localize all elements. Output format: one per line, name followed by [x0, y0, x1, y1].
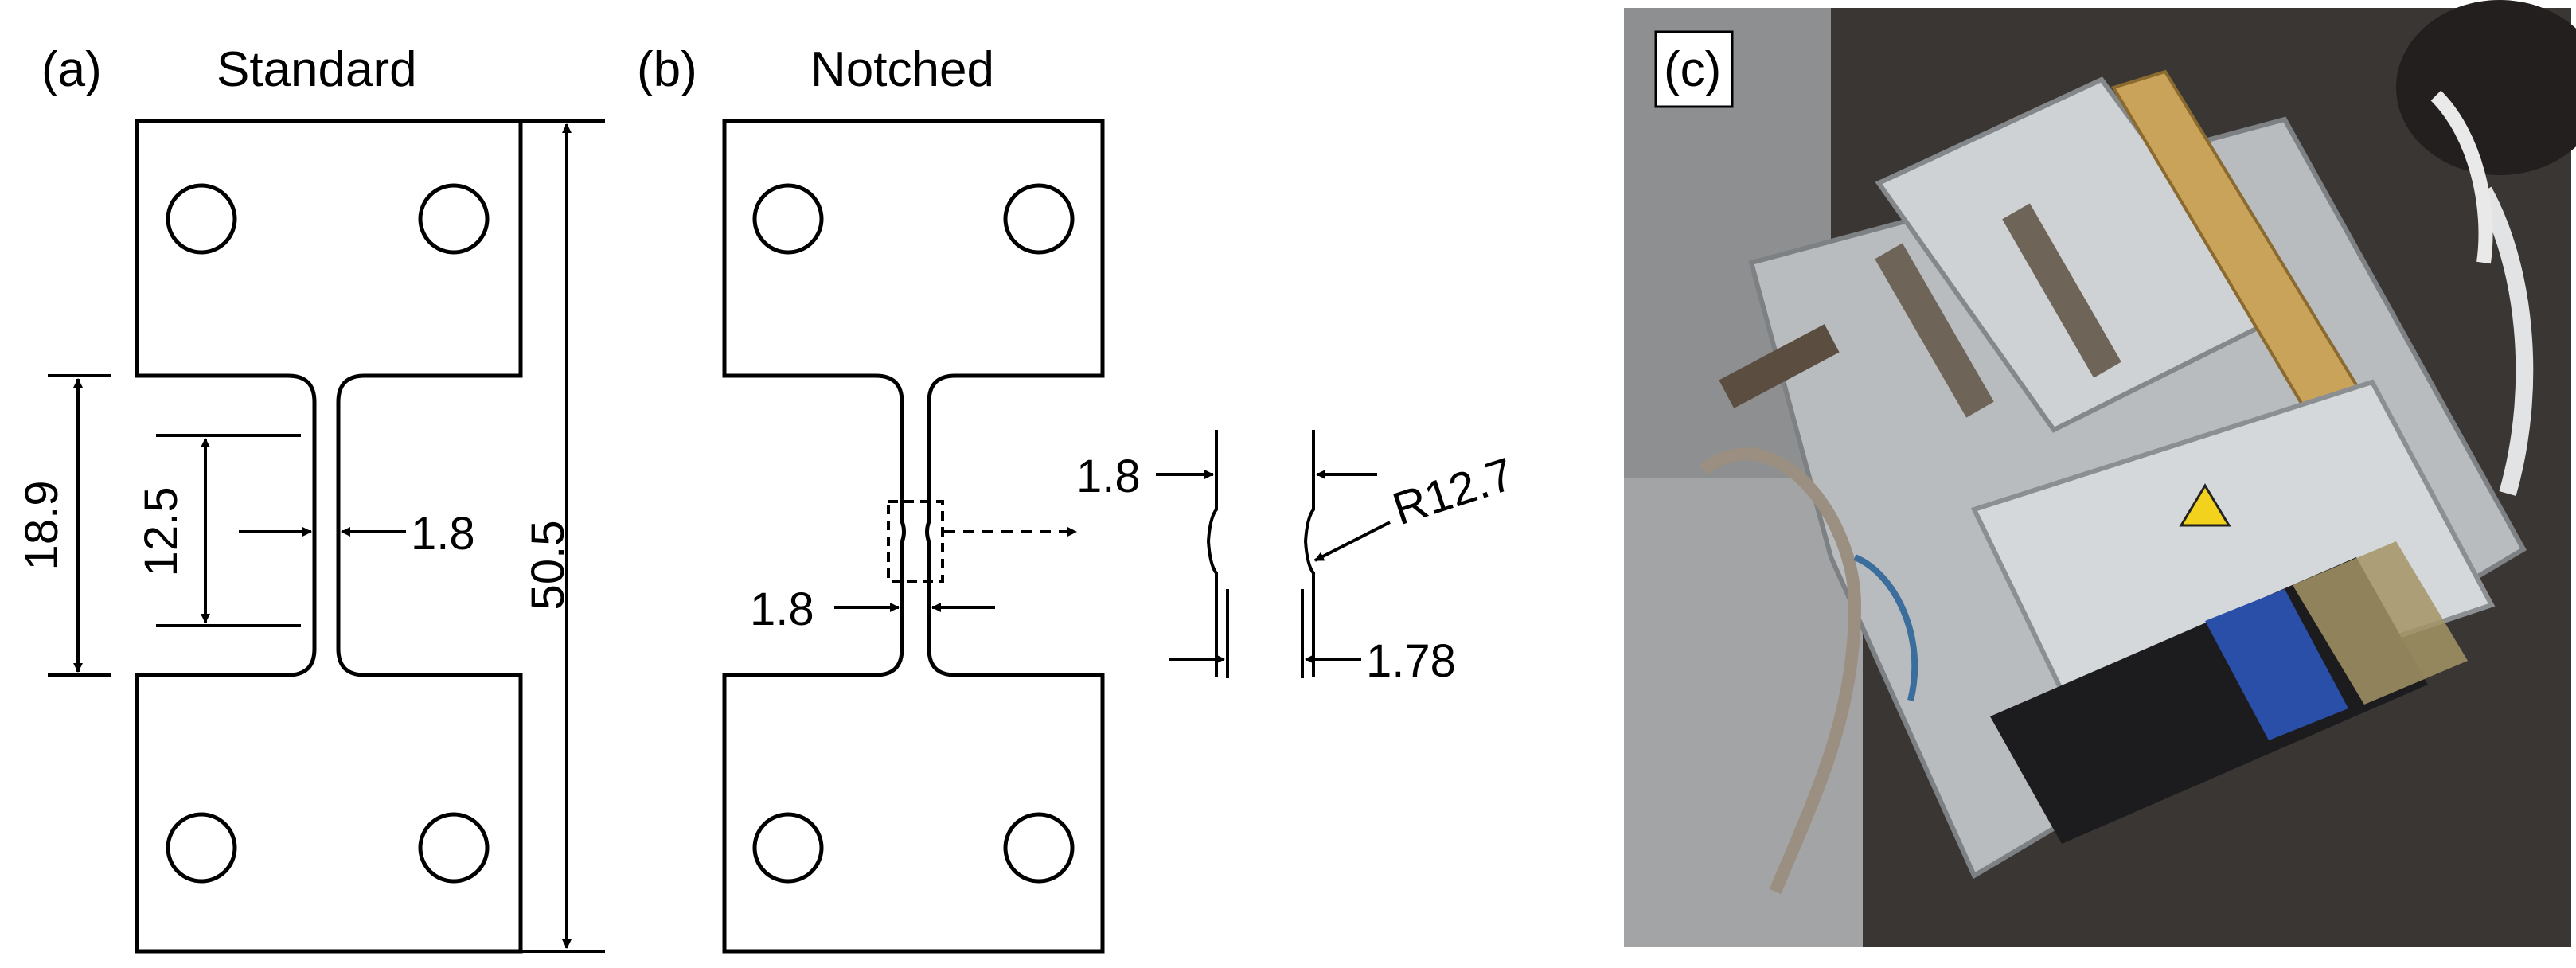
panel-a: (a) Standard 50.5 18.9 12.5 1.8	[16, 42, 605, 954]
dim-gauge-length: 12.5	[135, 487, 187, 577]
dim-total-length: 50.5	[522, 521, 574, 611]
dim-notch-root: 1.78	[1366, 635, 1456, 687]
pin-hole	[166, 183, 237, 255]
pin-hole	[1003, 812, 1075, 884]
panel-a-title: Standard	[217, 42, 417, 97]
cable	[2430, 90, 2493, 264]
notched-specimen-outline	[722, 119, 1105, 954]
panel-b-title: Notched	[810, 42, 994, 97]
panel-c-label-box	[1654, 30, 1734, 108]
cable	[1853, 554, 1918, 701]
pin-hole	[418, 183, 490, 255]
chamber-block	[1624, 478, 1863, 947]
motor-gearbox	[2293, 541, 2468, 705]
stage-motor	[1990, 557, 2428, 844]
panel-b-label: (b)	[637, 42, 697, 97]
motor-housing	[1970, 379, 2496, 744]
panel-a-label: (a)	[41, 42, 102, 97]
pin-hole	[166, 812, 237, 884]
dim-detail-width: 1.8	[1076, 451, 1141, 502]
cable	[1700, 447, 1862, 895]
panel-c-label: (c)	[1664, 42, 1721, 97]
dim-notch-radius: R12.7	[1387, 448, 1520, 536]
notch-detail-right-edge	[1303, 430, 1315, 677]
notch-zoom-box	[887, 500, 944, 583]
dim-gauge-region: 18.9	[16, 481, 68, 571]
notch-detail-left-edge	[1206, 430, 1218, 677]
pin-hole	[752, 812, 824, 884]
pin-hole	[1003, 183, 1075, 255]
dim-gauge-width: 1.8	[411, 508, 475, 560]
pin-hole	[752, 183, 824, 255]
lead-screw	[2002, 203, 2121, 378]
panel-b: (b) Notched 1.8 1.8 R12.7 1.78	[637, 42, 1520, 954]
panel-c: (c)	[1624, 0, 2576, 947]
chamber-port	[2396, 0, 2576, 175]
lead-screw	[1875, 243, 1994, 418]
laser-warning-icon	[2179, 483, 2231, 527]
dim-notch-width: 1.8	[750, 584, 814, 635]
spring	[1719, 324, 1840, 408]
motor-blue-band	[2205, 589, 2348, 740]
cable	[2476, 186, 2534, 497]
dim-arrow-radius	[1314, 521, 1391, 562]
pin-hole	[418, 812, 490, 884]
